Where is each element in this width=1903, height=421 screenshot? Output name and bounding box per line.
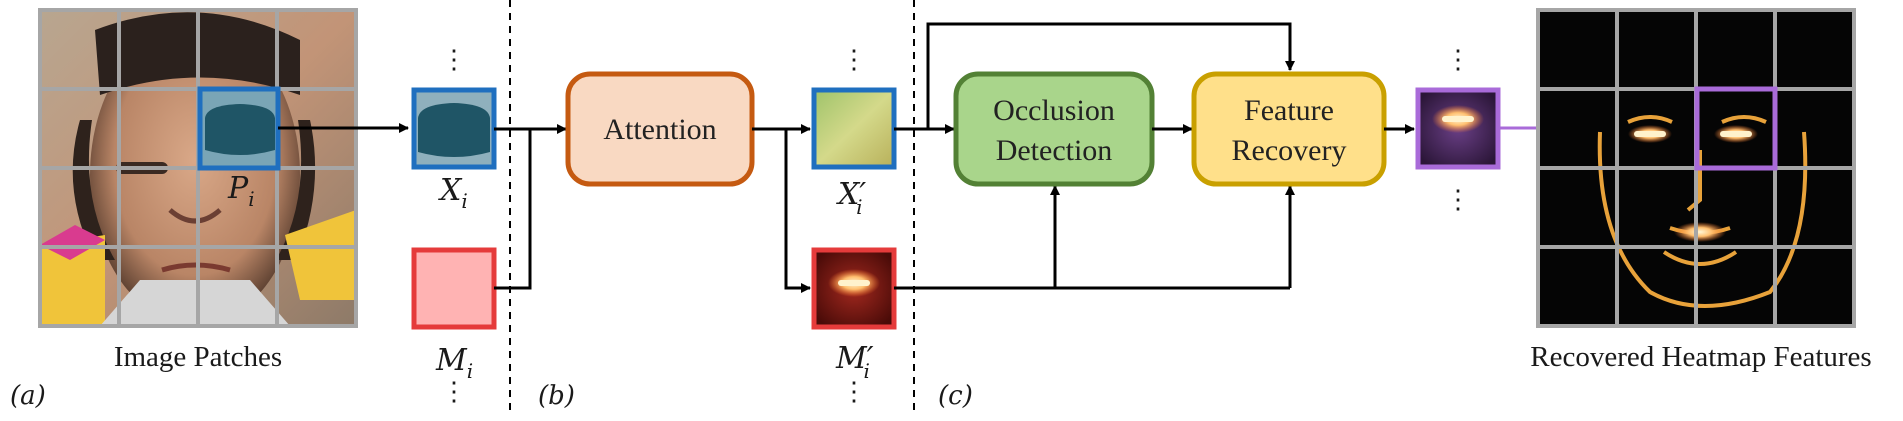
- recovered-heatmap-caption: Recovered Heatmap Features: [1530, 341, 1871, 373]
- occlusion-label-line1: Occlusion: [993, 94, 1115, 127]
- panel-a-label: (a): [10, 381, 46, 411]
- recovery-label-line1: Feature: [1244, 94, 1334, 127]
- panel-b-label: (b): [538, 381, 575, 411]
- inputs-to-attention-connector: [494, 124, 567, 290]
- recovered-patch: [1415, 87, 1501, 170]
- x-prime-ellipsis-top: ⋮: [841, 45, 867, 74]
- occlusion-label-line2: Detection: [996, 134, 1113, 167]
- x-i-label: Xi: [438, 173, 468, 213]
- attention-output-connector: [752, 124, 811, 293]
- x-i-ellipsis-top: ⋮: [441, 45, 467, 74]
- m-i-label: Mi: [435, 343, 473, 383]
- m-prime-ellipsis-bottom: ⋮: [841, 377, 867, 406]
- attention-label: Attention: [603, 113, 716, 146]
- pink-clothing: [40, 225, 105, 260]
- x-prime-patch: [811, 87, 897, 170]
- feature-recovery-block: [1191, 71, 1387, 187]
- recovered-heatmap-grid: [1536, 8, 1856, 328]
- m-prime-patch: [811, 247, 897, 330]
- patch-p-i: [197, 86, 281, 171]
- x-prime-connectors: [894, 22, 1295, 134]
- image-patches-caption: Image Patches: [114, 341, 282, 373]
- m-i-patch: [411, 247, 497, 330]
- recovered-ellipsis-top: ⋮: [1445, 45, 1471, 74]
- x-prime-label: X′i: [836, 177, 866, 219]
- m-i-ellipsis-bottom: ⋮: [441, 377, 467, 406]
- m-prime-label: M′i: [835, 341, 874, 383]
- recovery-label-line2: Recovery: [1232, 134, 1347, 167]
- m-prime-connectors: [894, 185, 1295, 290]
- x-i-patch: [411, 87, 497, 170]
- panel-c-label: (c): [938, 381, 973, 411]
- p-i-label: Pi: [227, 171, 255, 211]
- yellow-clothing: [40, 235, 105, 326]
- occlusion-detection-block: [953, 71, 1155, 187]
- heatmap-highlighted-patch: [1694, 86, 1778, 171]
- image-patches-grid: [38, 8, 358, 328]
- recovered-ellipsis-bottom: ⋮: [1445, 185, 1471, 214]
- heatmap-face-contours: [1597, 115, 1808, 308]
